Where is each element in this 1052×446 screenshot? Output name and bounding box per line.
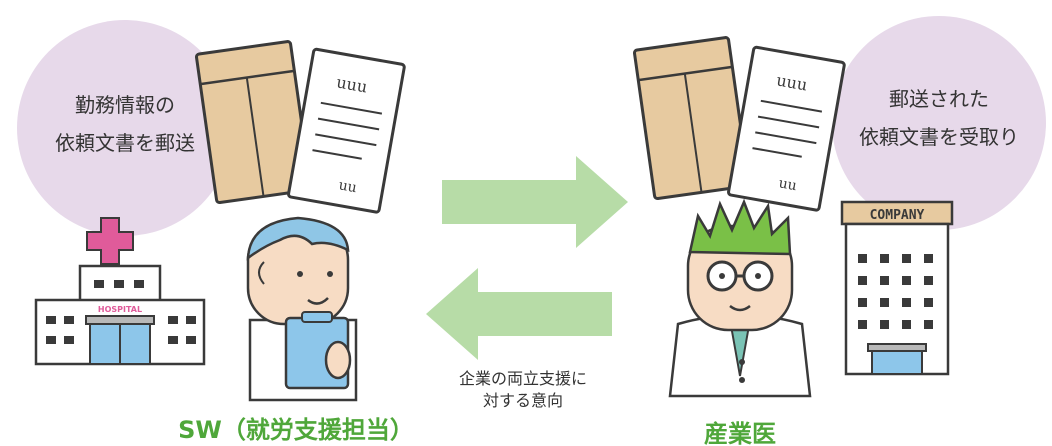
sw-person-icon — [246, 216, 358, 402]
doctor-person-icon — [668, 198, 812, 398]
left-bubble-line2: 依頼文書を郵送 — [55, 131, 195, 155]
left-envelope-icon — [194, 40, 313, 205]
right-person-label: 産業医 — [704, 420, 776, 446]
left-person-label: SW（就労支援担当） — [178, 416, 414, 444]
left-bubble-text: 勤務情報の 依頼文書を郵送 — [20, 86, 230, 162]
arrow-note: 企業の両立支援に 対する意向 — [430, 368, 616, 412]
right-bubble-line1: 郵送された — [889, 87, 989, 111]
arrow-note-line1: 企業の両立支援に — [458, 369, 587, 388]
right-envelope-icon — [632, 36, 751, 201]
right-bubble-text: 郵送された 依頼文書を受取り — [832, 80, 1046, 156]
arrow-note-line2: 対する意向 — [482, 391, 563, 410]
company-building-icon: COMPANY — [840, 200, 954, 376]
hospital-icon: HOSPITAL — [34, 217, 206, 366]
company-sign: COMPANY — [870, 208, 925, 223]
arrow-left-icon — [426, 268, 612, 360]
right-bubble — [832, 16, 1046, 230]
hospital-sign: HOSPITAL — [98, 305, 142, 314]
right-document-icon: uuu uu — [727, 45, 846, 212]
left-document-signature: uu — [337, 177, 358, 196]
left-bubble-line1: 勤務情報の — [75, 93, 175, 117]
left-document-icon: uuu uu — [287, 47, 406, 214]
arrow-right-icon — [442, 156, 628, 248]
right-document-signature: uu — [777, 175, 798, 194]
right-bubble-line2: 依頼文書を受取り — [859, 125, 1019, 149]
